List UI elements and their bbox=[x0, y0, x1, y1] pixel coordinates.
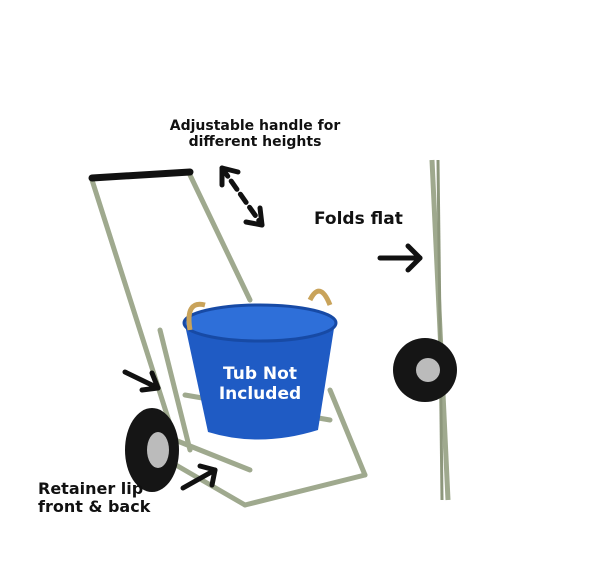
folds-flat-label: Folds flat bbox=[314, 209, 403, 229]
arrow-up-right-icon bbox=[180, 463, 218, 491]
arrows bbox=[122, 165, 423, 491]
folded-cart bbox=[393, 159, 457, 501]
retainer-lip-label: Retainer lip front & back bbox=[38, 479, 151, 517]
arrow-down-right-icon bbox=[122, 369, 161, 393]
handle-grip bbox=[88, 168, 194, 182]
arrow-right-icon bbox=[377, 243, 423, 273]
tub-not-included-label: Tub Not Included bbox=[218, 364, 302, 404]
double-arrow-icon bbox=[219, 165, 265, 228]
tub bbox=[182, 288, 338, 440]
wheel bbox=[125, 408, 179, 492]
adjustable-handle-label: Adjustable handle for different heights bbox=[169, 118, 341, 151]
